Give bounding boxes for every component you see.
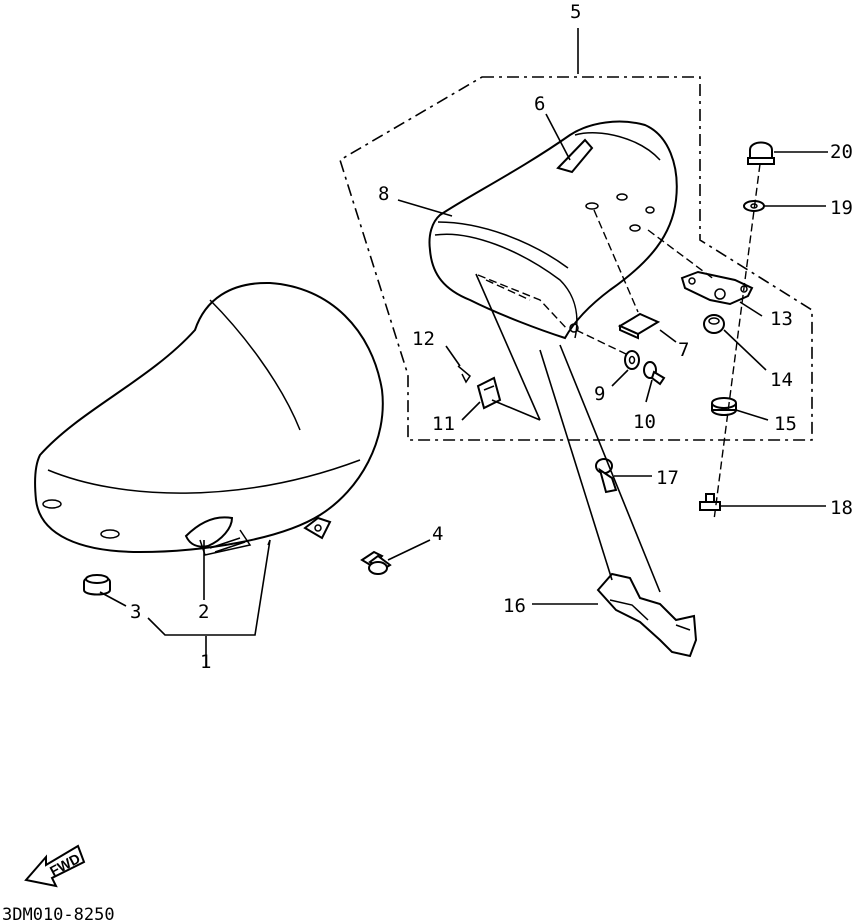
pin-part-12	[457, 365, 471, 384]
leader-lines	[99, 28, 828, 668]
label-part-9: 9	[594, 383, 605, 405]
label-part-20: 20	[830, 141, 853, 163]
rear-seat-assembly-boundary	[339, 76, 813, 441]
label-part-10: 10	[633, 411, 656, 433]
cap-nut-part-20	[747, 141, 775, 165]
label-part-5: 5	[570, 1, 581, 23]
clip-nut-part-11	[476, 376, 502, 410]
label-part-6: 6	[534, 93, 545, 115]
rear-seat	[428, 120, 678, 340]
label-part-2: 2	[198, 601, 209, 623]
drawing-code: 3DM010-8250	[2, 905, 115, 923]
screw-part-10	[643, 361, 666, 386]
clip-part-7	[617, 312, 661, 340]
nut-part-14	[703, 314, 725, 334]
label-part-1: 1	[200, 651, 211, 673]
fwd-arrow-icon: FWD	[24, 844, 86, 888]
label-part-13: 13	[770, 308, 793, 330]
label-part-11: 11	[432, 413, 455, 435]
part-labels: 5 6 8 7 9 10 12 11 13 14 15 16 17 18 19 …	[130, 1, 853, 673]
stud-part-18	[699, 493, 721, 511]
label-part-3: 3	[130, 601, 141, 623]
label-part-15: 15	[774, 413, 797, 435]
damper	[83, 574, 111, 596]
latch-bracket-part-16	[596, 572, 698, 658]
label-part-16: 16	[503, 595, 526, 617]
label-part-4: 4	[432, 523, 443, 545]
front-seat	[34, 281, 384, 554]
label-part-14: 14	[770, 369, 793, 391]
label-part-17: 17	[656, 467, 679, 489]
label-part-19: 19	[830, 197, 853, 219]
seat-strap	[184, 516, 252, 556]
bracket-part-13	[680, 270, 754, 306]
bolt-part-4	[360, 550, 392, 575]
label-part-8: 8	[378, 183, 389, 205]
grommet-part-15	[711, 397, 737, 416]
label-part-18: 18	[830, 497, 853, 519]
washer-part-9	[624, 350, 640, 370]
label-part-7: 7	[678, 339, 689, 361]
label-part-12: 12	[412, 328, 435, 350]
